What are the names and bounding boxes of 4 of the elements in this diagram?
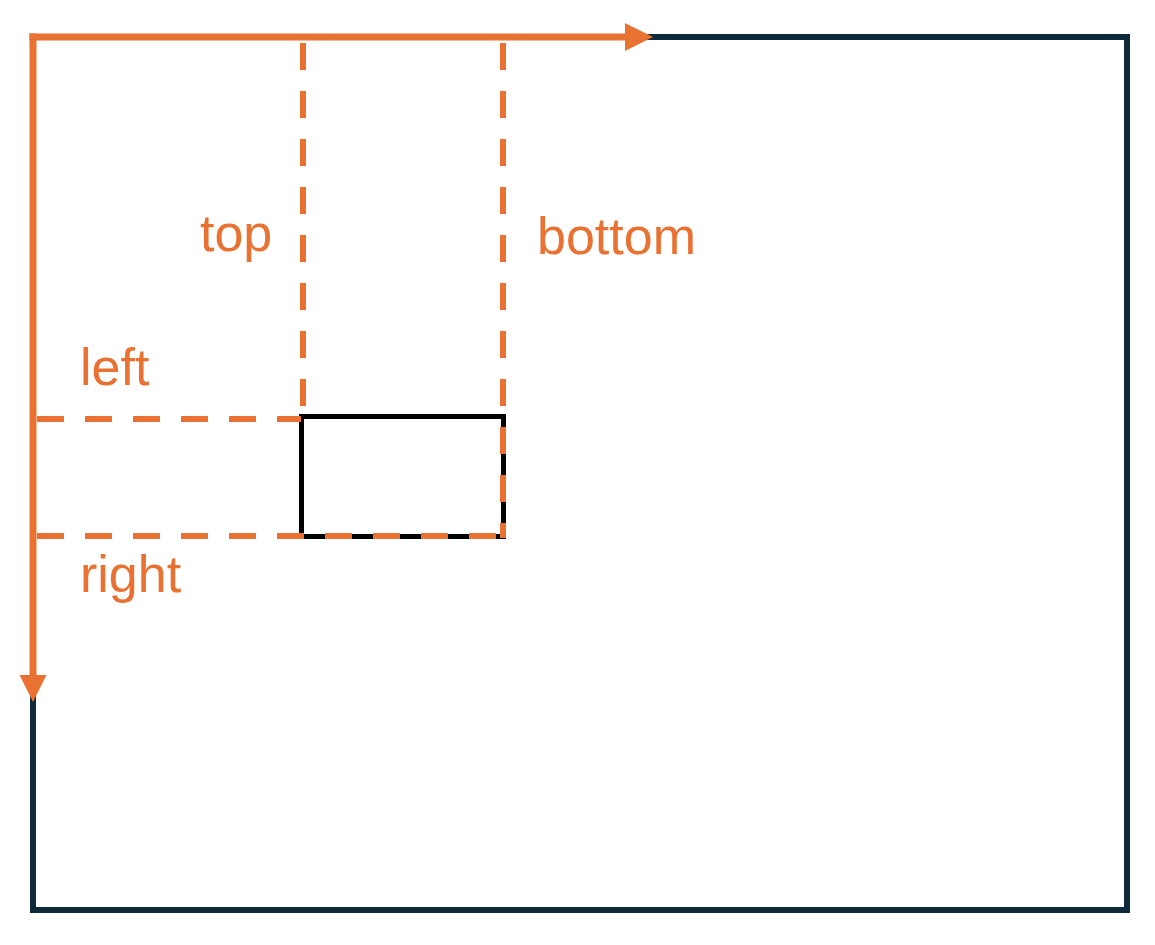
coordinate-label: left (80, 341, 150, 393)
outer-frame (30, 34, 1130, 913)
rectangle (298, 413, 506, 539)
coordinate-label: bottom (537, 210, 696, 262)
